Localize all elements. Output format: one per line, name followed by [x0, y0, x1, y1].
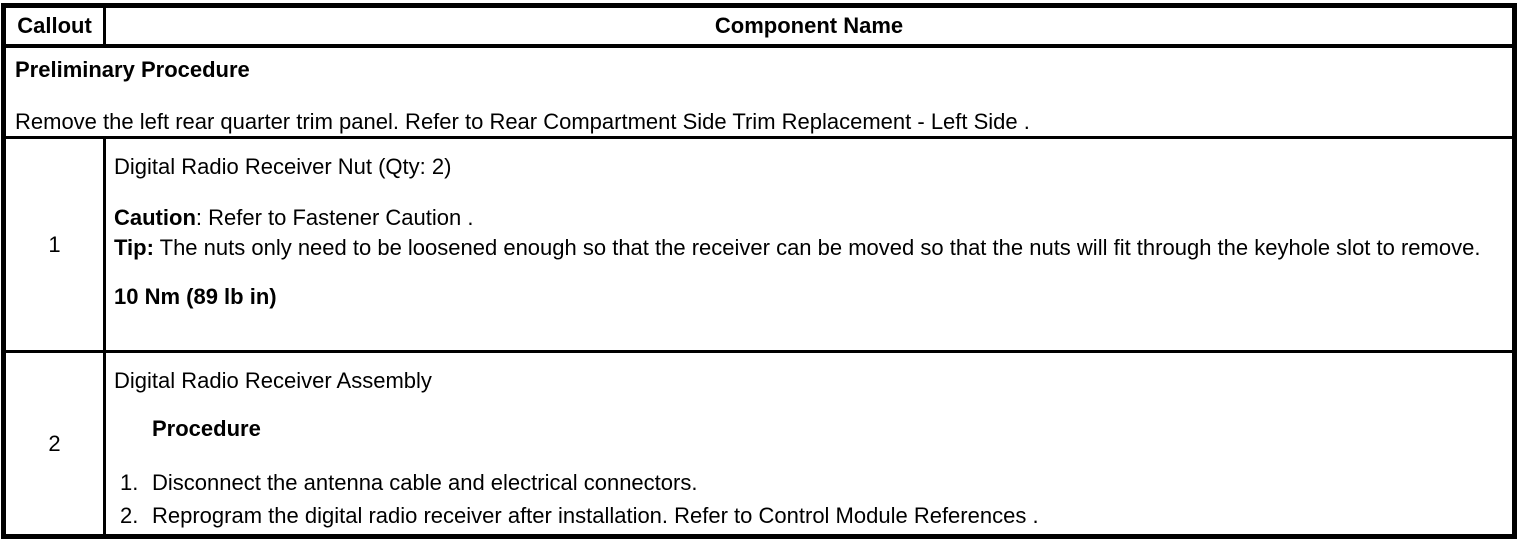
table-row: 2 Digital Radio Receiver Assembly Proced… — [6, 350, 1512, 534]
tip-label: Tip: — [114, 235, 154, 260]
table-row: 1 Digital Radio Receiver Nut (Qty: 2) Ca… — [6, 136, 1512, 350]
component-callout-table: Callout Component Name Preliminary Proce… — [1, 3, 1517, 539]
step-text: Disconnect the antenna cable and electri… — [152, 470, 698, 495]
callout-number-2: 2 — [6, 353, 106, 534]
callout-column-header: Callout — [6, 8, 106, 44]
control-module-references-link[interactable]: Control Module References — [758, 503, 1027, 528]
caution-text-after-link: . — [461, 205, 474, 230]
component-name-2: Digital Radio Receiver Assembly — [114, 368, 432, 393]
table-header-row: Callout Component Name — [6, 8, 1512, 48]
step-text-before-link: Reprogram the digital radio receiver aft… — [152, 503, 759, 528]
caution-text-before-link: : Refer to — [195, 205, 293, 230]
tip-text: The nuts only need to be loosened enough… — [153, 235, 1481, 260]
rear-compartment-side-trim-replacement-link[interactable]: Rear Compartment Side Trim Replacement -… — [489, 109, 1018, 134]
component-name-column-header: Component Name — [714, 13, 904, 38]
procedure-step-1: 1. Disconnect the antenna cable and elec… — [114, 468, 1506, 498]
step-number: 2. — [120, 503, 139, 528]
component-name-1: Digital Radio Receiver Nut (Qty: 2) — [114, 154, 452, 179]
step-number: 1. — [120, 470, 139, 495]
component-cell-1: Digital Radio Receiver Nut (Qty: 2) Caut… — [106, 139, 1512, 350]
preliminary-text-before-link: Remove the left rear quarter trim panel.… — [15, 109, 490, 134]
preliminary-procedure-row: Preliminary Procedure Remove the left re… — [6, 48, 1512, 136]
preliminary-procedure-text: Remove the left rear quarter trim panel.… — [15, 107, 1502, 137]
component-cell-2: Digital Radio Receiver Assembly Procedur… — [106, 353, 1512, 534]
procedure-title: Procedure — [152, 416, 261, 441]
preliminary-text-after-link: . — [1017, 109, 1030, 134]
caution-tip-block: Caution: Refer to Fastener Caution . Tip:… — [114, 203, 1506, 263]
callout-number-1: 1 — [6, 139, 106, 350]
step-text: Reprogram the digital radio receiver aft… — [152, 501, 1506, 531]
step-text-after-link: . — [1026, 503, 1039, 528]
fastener-caution-link[interactable]: Fastener Caution — [292, 205, 462, 230]
procedure-step-2: 2. Reprogram the digital radio receiver … — [114, 501, 1506, 531]
preliminary-procedure-title: Preliminary Procedure — [15, 57, 250, 82]
procedure-steps-list: 1. Disconnect the antenna cable and elec… — [114, 468, 1506, 531]
torque-spec: 10 Nm (89 lb in) — [114, 284, 277, 309]
caution-label: Caution — [114, 205, 196, 230]
